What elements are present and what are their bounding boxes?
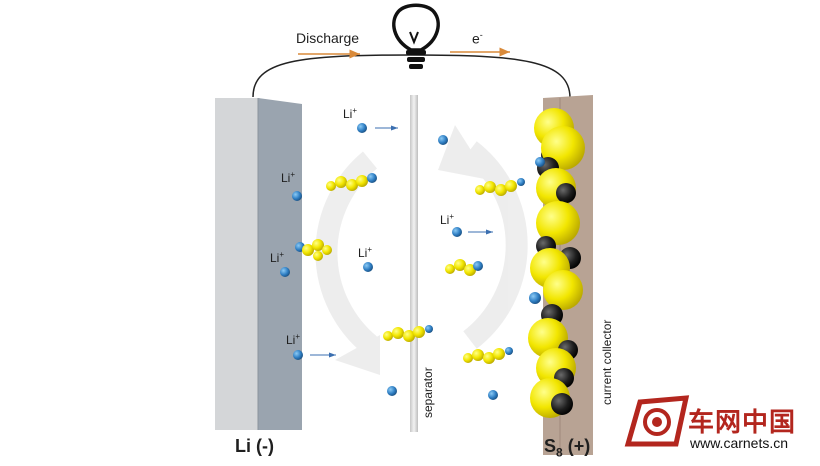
cathode-label: S8 (+): [544, 436, 590, 460]
lithium-ions: [280, 123, 498, 400]
anode-label: Li (-): [235, 436, 274, 456]
li-ion-label: Li+: [270, 250, 284, 265]
discharge-text: Discharge: [296, 30, 360, 46]
lightbulb-icon: [392, 3, 440, 69]
watermark-brand: 车网中国: [688, 408, 797, 438]
separator-label: separator: [421, 367, 435, 418]
external-wire: [252, 54, 571, 99]
polysulfide-chain-2: [475, 178, 525, 196]
separator-membrane: [410, 95, 418, 432]
ion-text: Li: [281, 171, 291, 185]
ion-text: Li: [358, 246, 368, 260]
ion-sup: +: [352, 106, 358, 115]
polysulfide-chain-4: [445, 259, 483, 276]
li-ion-label: Li+: [440, 212, 454, 227]
carnets-logo-icon: [624, 395, 690, 447]
ion-sup: +: [449, 212, 455, 221]
current-collector-label: current collector: [600, 319, 614, 405]
cathode-s: S: [544, 436, 557, 456]
li-ion-label: Li+: [343, 106, 357, 121]
electron-sup: -: [479, 30, 483, 40]
electron-label: e-: [472, 30, 483, 47]
cathode-sign: (+): [567, 436, 591, 456]
discharge-label: Discharge: [296, 30, 359, 46]
cycle-arrows: [315, 125, 528, 375]
ion-text: Li: [270, 251, 280, 265]
ion-text: Li: [286, 333, 296, 347]
watermark-url: www.carnets.cn: [690, 435, 789, 451]
lithium-anode: [215, 98, 302, 430]
ion-sup: +: [279, 250, 285, 259]
ion-sup: +: [290, 170, 296, 179]
sulfur-cathode: [528, 108, 585, 418]
li-ion-label: Li+: [281, 170, 295, 185]
ion-text: Li: [440, 213, 450, 227]
li-ion-label: Li+: [286, 332, 300, 347]
ion-sup: +: [295, 332, 301, 341]
polysulfide-chain-1: [326, 173, 377, 191]
cathode-sub: 8: [556, 445, 563, 460]
li-ion-label: Li+: [358, 245, 372, 260]
polysulfide-chain-6: [463, 347, 513, 364]
electron-text: e: [472, 30, 480, 47]
ion-text: Li: [343, 107, 353, 121]
polysulfide-chain-3: [295, 239, 332, 261]
polysulfide-chain-5: [383, 325, 433, 342]
ion-sup: +: [367, 245, 373, 254]
